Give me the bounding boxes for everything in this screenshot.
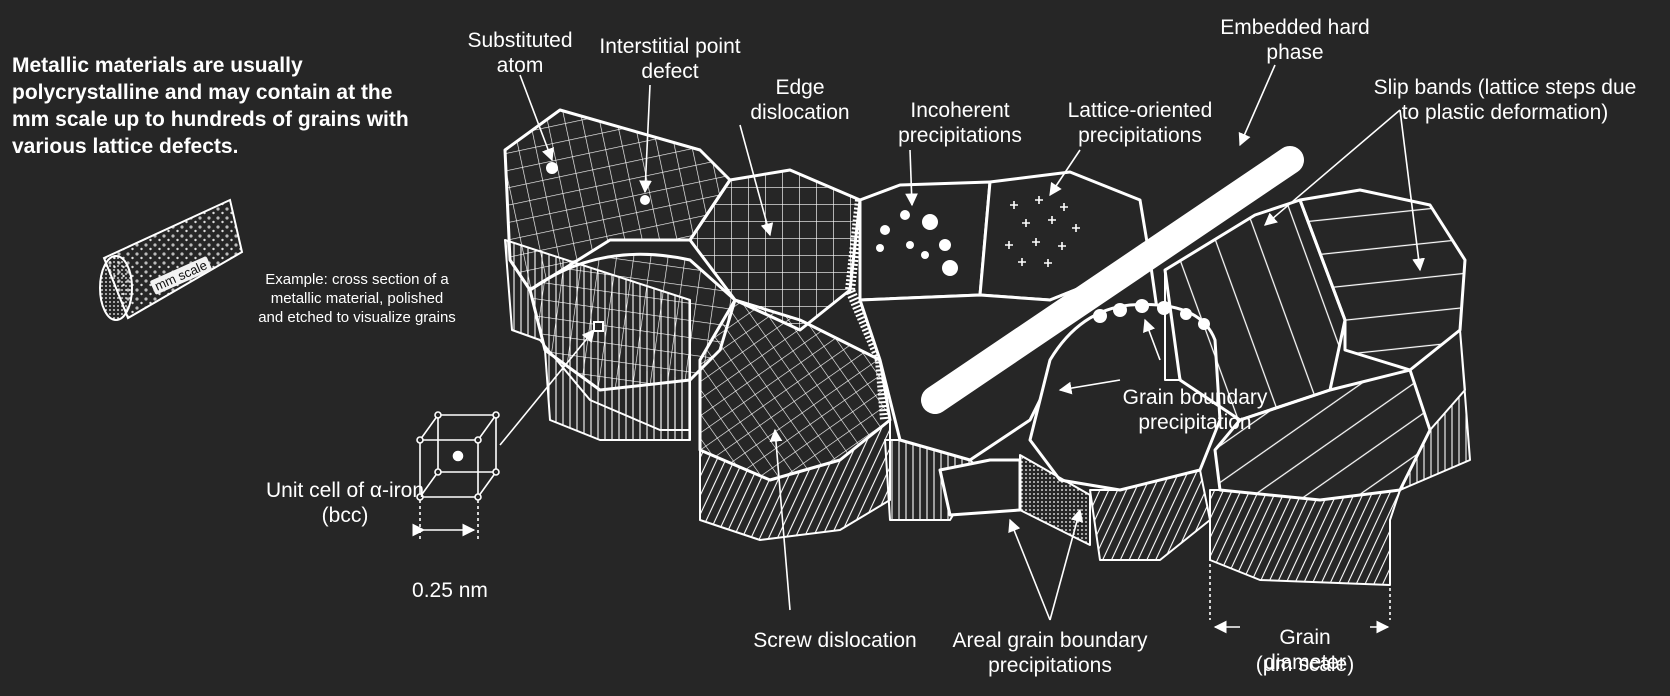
grain-boundary-precipitates	[1093, 299, 1210, 330]
label-lattice-constant: 0.25 nm	[412, 579, 488, 602]
intro-text: Metallic materials are usually polycryst…	[12, 54, 409, 158]
label-grain-diameter: Grain diameter	[1264, 626, 1346, 674]
label-interstitial: Interstitial point defect	[599, 35, 741, 83]
substituted-atom-marker	[546, 162, 558, 174]
label-unit-cell: Unit cell of α-iron (bcc)	[265, 479, 425, 527]
label-edge-dislocation: Edge dislocation	[750, 76, 850, 124]
leader-lines	[499, 64, 1425, 634]
hard-phase-rod	[921, 146, 1304, 414]
interstitial-marker	[640, 195, 650, 205]
label-grain-diameter-unit: (µm scale)	[1255, 653, 1355, 676]
label-slip-bands: Slip bands (lattice steps due to plastic…	[1373, 76, 1637, 124]
label-areal-precip: Areal grain boundary precipitations	[952, 629, 1148, 677]
label-incoherent: Incoherent precipitations	[898, 99, 1022, 147]
specimen-icon	[99, 198, 244, 321]
label-grain-boundary-precip: Grain boundary precipitation	[1122, 386, 1268, 434]
incoherent-precipitates	[876, 210, 958, 276]
label-embedded-hard-phase: Embedded hard phase	[1220, 16, 1370, 64]
unit-cell-icon	[412, 411, 500, 540]
label-lattice-oriented: Lattice-oriented precipitations	[1067, 99, 1213, 147]
label-substituted-atom: Substituted atom	[467, 29, 573, 77]
grain-block	[503, 108, 1471, 586]
example-caption: Example: cross section of a metallic mat…	[258, 271, 456, 326]
unit-cell-marker	[593, 321, 604, 332]
lattice-oriented-precipitates	[1005, 196, 1080, 267]
label-screw-dislocation: Screw dislocation	[753, 629, 917, 652]
